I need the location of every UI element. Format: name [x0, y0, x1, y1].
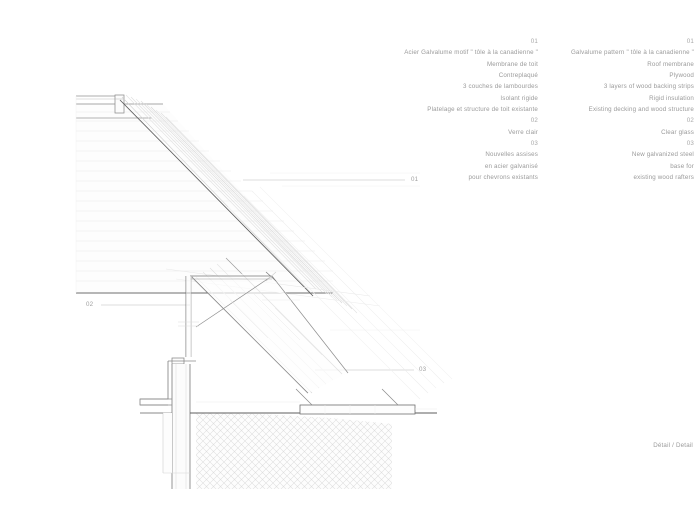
callout-label-01: 01 — [411, 176, 419, 183]
legend-en-line-3: Plywood — [669, 72, 694, 80]
glazing-head-joint — [265, 271, 277, 282]
legend-fr-line-1: Acier Galvalume motif " tôle à la canadi… — [404, 49, 538, 57]
legend-fr-line-0: 01 — [530, 38, 538, 45]
drawing-caption: Détail / Detail — [653, 442, 693, 449]
legend-en-line-12: existing wood rafters — [633, 174, 694, 182]
legend-en-line-10: New galvanized steel — [631, 151, 694, 159]
clear-glass-glazing — [190, 272, 349, 393]
legend-en-line-6: Existing decking and wood structure — [588, 106, 694, 114]
existing-roof-deck-assembly — [75, 95, 333, 294]
callout-label-03: 03 — [419, 366, 427, 373]
legend-fr-line-3: Contreplaqué — [498, 72, 538, 80]
legend-fr-line-5: Isolant rigide — [500, 94, 538, 102]
legend-en-line-7: 02 — [686, 117, 694, 125]
legend-english: 01 Galvalume pattern " tôle à la canadie… — [571, 36, 694, 183]
glazing-mullion-post — [178, 276, 199, 357]
legend-en-line-2: Roof membrane — [647, 60, 694, 68]
base-extension-lines — [196, 401, 437, 410]
legend-en-line-4: 3 layers of wood backing strips — [603, 83, 694, 91]
legend-fr-line-2: Membrane de toit — [486, 60, 538, 68]
legend-fr-line-4: 3 couches de lambourdes — [463, 83, 538, 91]
legend-en-line-8: Clear glass — [661, 128, 694, 136]
callout-label-02: 02 — [86, 301, 94, 308]
construction-lines — [270, 172, 420, 331]
legend-fr-line-11: en acier galvanisé — [484, 162, 538, 170]
legend-fr-line-8: Verre clair — [508, 128, 538, 136]
legend-en-line-11: base for — [670, 162, 694, 170]
sloped-roof-assembly — [119, 94, 381, 314]
legend-french: 01 Acier Galvalume motif " tôle à la can… — [404, 36, 538, 183]
legend-en-line-9: 03 — [686, 140, 694, 148]
galvanized-steel-base-plate — [295, 388, 416, 415]
foundation-wall-assembly — [139, 357, 437, 489]
legend-fr-line-9: 03 — [530, 140, 538, 148]
legend-en-line-1: Galvalume pattern " tôle à la canadienne… — [570, 49, 694, 57]
legend-fr-line-6: Platelage et structure de toit existante — [427, 106, 538, 114]
roof-band-lower-extension — [227, 186, 453, 400]
legend-fr-line-10: Nouvelles assises — [485, 151, 538, 159]
legend-en-line-5: Rigid insulation — [649, 94, 694, 102]
legend-en-line-0: 01 — [686, 38, 694, 45]
legend-fr-line-12: pour chevrons existants — [468, 174, 538, 182]
legend-fr-line-7: 02 — [530, 117, 538, 125]
